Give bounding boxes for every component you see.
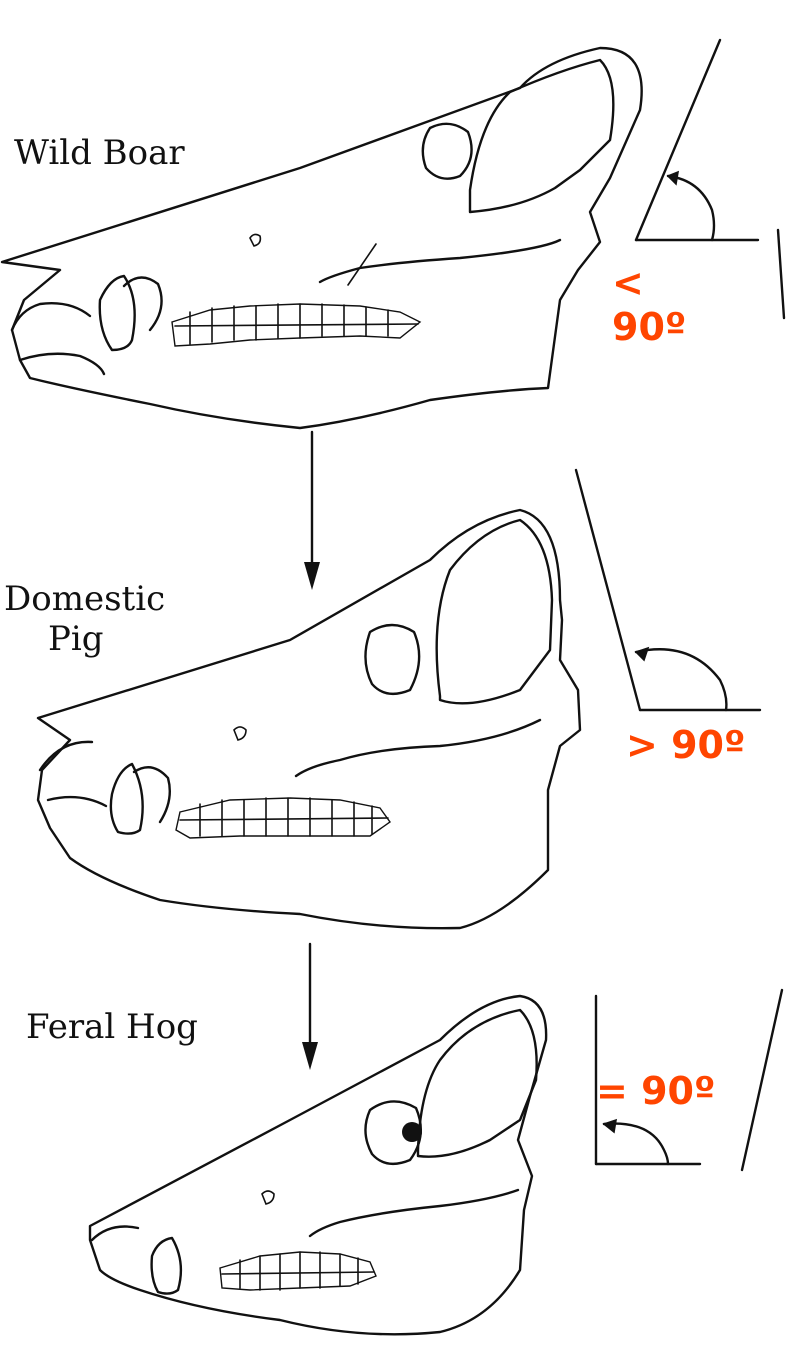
angle-diagram-wild-boar	[636, 40, 784, 318]
wild-boar-skull	[2, 48, 642, 428]
angle-diagram-feral-hog	[596, 990, 782, 1170]
arrow-pig-to-feral	[302, 944, 318, 1070]
arrow-boar-to-pig	[304, 432, 320, 590]
feral-hog-skull	[90, 996, 546, 1334]
angle-diagram-domestic-pig	[576, 470, 760, 710]
